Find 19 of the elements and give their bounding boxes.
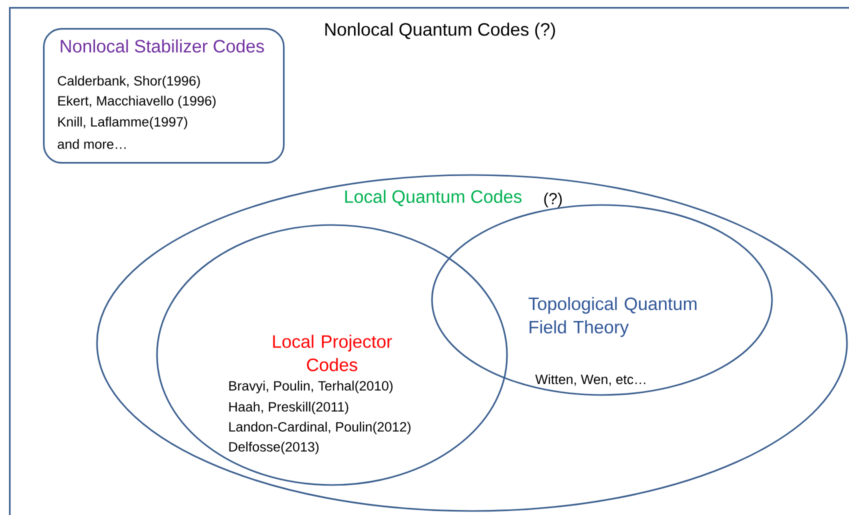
heading: Nonlocal Stabilizer Codes: [60, 39, 264, 53]
heading: Local Quantum Codes: [345, 190, 522, 206]
heading: Nonlocal Quantum Codes (?): [325, 22, 555, 40]
reference-text: Haah, Preskill(2011): [229, 402, 348, 414]
reference-text: and more…: [58, 139, 126, 149]
heading: Local Projector Codes: [273, 334, 392, 372]
reference-text: Ekert, Macchiavello (1996): [58, 96, 216, 108]
reference-text: Witten, Wen, etc…: [535, 374, 646, 386]
mark-text: (?): [544, 192, 562, 208]
reference-text: Bravyi, Poulin, Terhal(2010): [229, 380, 393, 394]
reference-text: Knill, Laflamme(1997): [58, 116, 188, 130]
ellipse: [156, 224, 508, 486]
heading: Topological Quantum Field Theory: [528, 296, 696, 337]
rounded-box: [43, 28, 285, 164]
ellipse: [96, 174, 848, 512]
frame-box: [9, 7, 849, 515]
reference-text: Calderbank, Shor(1996): [58, 76, 200, 88]
reference-text: Landon-Cardinal, Poulin(2012): [229, 422, 410, 434]
reference-text: Delfosse(2013): [229, 442, 319, 454]
